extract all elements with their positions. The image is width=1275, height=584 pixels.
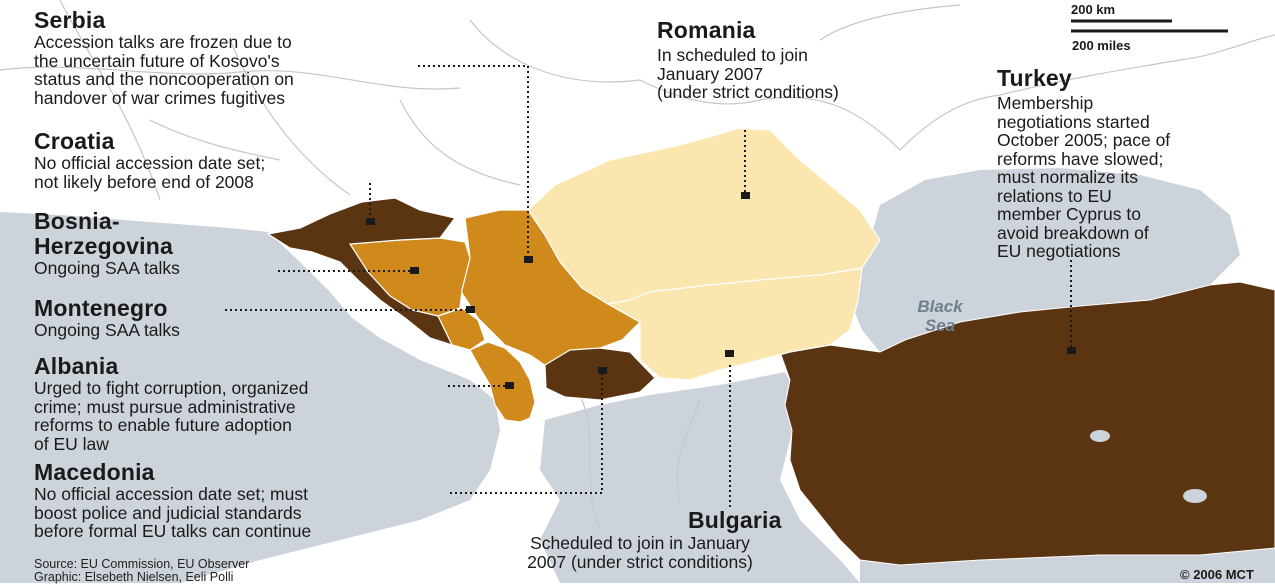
albania-callout: Albania Urged to fight corruption, organ… bbox=[34, 354, 308, 453]
turkey-region bbox=[779, 281, 1275, 566]
bulgaria-text: Scheduled to join in January 2007 (under… bbox=[527, 533, 753, 572]
lake bbox=[1183, 489, 1207, 503]
leader-lines bbox=[225, 65, 1072, 507]
macedonia-callout: Macedonia No official accession date set… bbox=[34, 460, 311, 541]
serbia-name: Serbia bbox=[34, 7, 106, 33]
copyright-label: © 2006 MCT bbox=[1180, 567, 1254, 582]
croatia-text: No official accession date set; not like… bbox=[34, 153, 266, 192]
turkey-text: Membership negotiations started October … bbox=[997, 93, 1171, 261]
bulgaria-name: Bulgaria bbox=[688, 507, 782, 533]
adriatic-sea bbox=[0, 212, 500, 583]
montenegro-name: Montenegro bbox=[34, 295, 168, 321]
scale-miles-label: 200 miles bbox=[1072, 38, 1131, 53]
bosnia-name: Bosnia- Herzegovina bbox=[34, 208, 173, 259]
montenegro-text: Ongoing SAA talks bbox=[34, 320, 180, 340]
albania-text: Urged to fight corruption, organized cri… bbox=[34, 378, 309, 454]
bosnia-text: Ongoing SAA talks bbox=[34, 258, 180, 278]
source-credit: Source: EU Commission, EU Observer Graph… bbox=[34, 557, 250, 584]
serbia-callout: Serbia Accession talks are frozen due to… bbox=[34, 8, 294, 107]
black-sea-label: Black Sea bbox=[917, 297, 963, 335]
bulgaria-callout: Bulgaria Scheduled to join in January 20… bbox=[480, 508, 800, 571]
bulgaria-region bbox=[606, 267, 863, 381]
mediterranean-sea bbox=[860, 548, 1275, 583]
croatia-callout: Croatia No official accession date set; … bbox=[34, 129, 265, 191]
bosnia-callout: Bosnia- Herzegovina Ongoing SAA talks bbox=[34, 209, 180, 278]
lake bbox=[1090, 430, 1110, 442]
turkey-callout: Turkey Membership negotiations started O… bbox=[997, 66, 1170, 261]
black-sea bbox=[850, 168, 1240, 352]
leader-markers bbox=[366, 192, 1076, 389]
romania-name: Romania bbox=[657, 17, 756, 43]
montenegro-callout: Montenegro Ongoing SAA talks bbox=[34, 296, 180, 340]
aegean-sea bbox=[540, 372, 860, 583]
macedonia-text: No official accession date set; must boo… bbox=[34, 484, 312, 541]
romania-callout: Romania In scheduled to join January 200… bbox=[657, 18, 839, 102]
albania-name: Albania bbox=[34, 353, 119, 379]
croatia-region bbox=[266, 197, 457, 346]
scale-km-label: 200 km bbox=[1071, 2, 1116, 17]
macedonia-name: Macedonia bbox=[34, 459, 155, 485]
romania-text: In scheduled to join January 2007 (under… bbox=[657, 45, 839, 102]
turkey-name: Turkey bbox=[997, 65, 1072, 91]
serbia-text: Accession talks are frozen due to the un… bbox=[34, 32, 294, 108]
borders bbox=[0, 0, 1275, 531]
croatia-name: Croatia bbox=[34, 128, 115, 154]
